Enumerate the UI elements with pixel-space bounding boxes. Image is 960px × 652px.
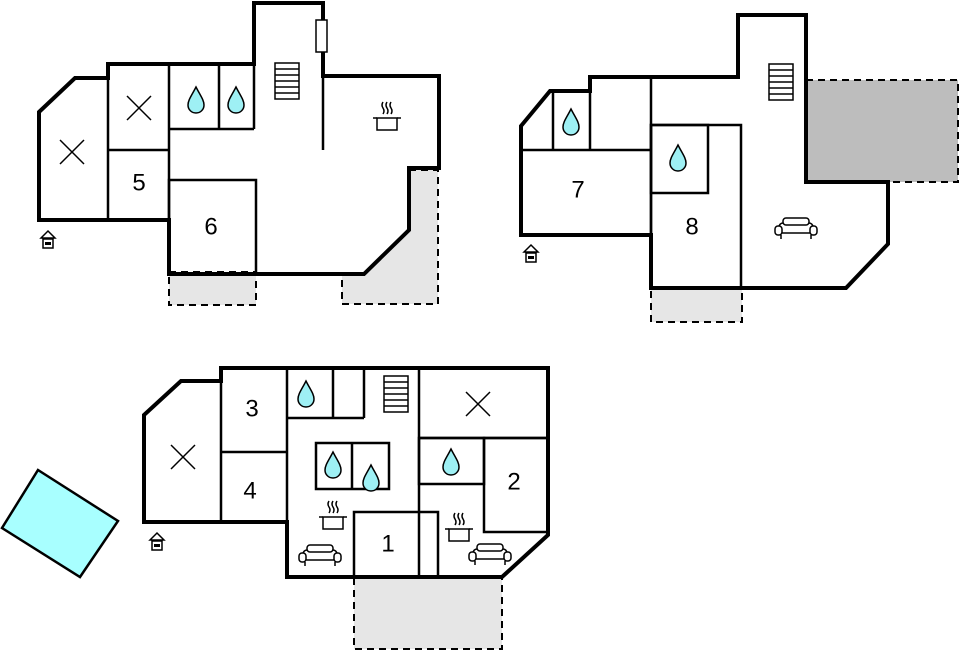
water-drop-icon — [442, 448, 460, 476]
water-drop-icon — [669, 144, 687, 172]
cross-mark-icon — [126, 95, 152, 121]
cross-mark-icon — [59, 139, 85, 165]
room-number-3: 3 — [245, 395, 258, 422]
room-number-6: 6 — [204, 213, 217, 240]
cross-mark-icon — [465, 391, 491, 417]
stairs-icon — [274, 62, 300, 100]
terrace — [341, 169, 439, 305]
water-drop-icon — [562, 108, 580, 136]
room-number-7: 7 — [571, 176, 584, 203]
stairs-icon — [768, 63, 794, 101]
floor-plan-bottom: 3 4 2 1 — [0, 366, 550, 650]
stairs-icon — [383, 375, 409, 413]
window — [315, 19, 328, 53]
room-number-2: 2 — [507, 468, 520, 495]
room-number-8: 8 — [685, 213, 698, 240]
water-drop-icon — [227, 86, 245, 114]
room-number-4: 4 — [243, 477, 256, 504]
floor-plan-top-right: 7 8 — [519, 13, 959, 323]
cross-mark-icon — [170, 444, 196, 470]
water-drop-icon — [297, 380, 315, 408]
water-drop-icon — [187, 86, 205, 114]
swimming-pool — [0, 468, 120, 579]
cooking-pot-icon — [318, 500, 348, 530]
terrace — [805, 79, 959, 183]
floor-plan-top-left: 5 6 — [37, 1, 441, 306]
terrace — [353, 576, 503, 650]
cooking-pot-icon — [372, 101, 402, 131]
terrace — [650, 287, 743, 323]
sofa-icon — [298, 544, 342, 567]
sofa-icon — [774, 217, 818, 240]
room-number-1: 1 — [381, 530, 394, 557]
cooking-pot-icon — [444, 512, 474, 542]
water-drop-icon — [362, 464, 380, 492]
sofa-icon — [468, 543, 512, 566]
entrance-house-icon — [149, 532, 165, 551]
exterior-wall — [37, 1, 441, 276]
terrace — [168, 271, 257, 306]
room-number-5: 5 — [132, 169, 145, 196]
entrance-house-icon — [523, 244, 539, 263]
entrance-house-icon — [40, 230, 56, 249]
water-drop-icon — [324, 451, 342, 479]
exterior-wall — [142, 366, 550, 579]
